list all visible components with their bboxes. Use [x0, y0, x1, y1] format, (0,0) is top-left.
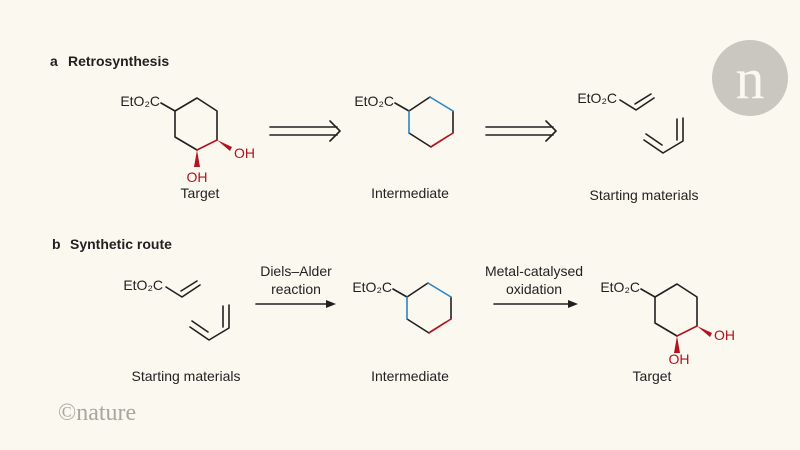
step2-label-line2: oxidation	[506, 281, 562, 297]
ester-label: EtO₂C	[123, 277, 163, 293]
hydroxyl-label: OH	[187, 169, 208, 185]
wedge-bond	[674, 336, 680, 353]
svg-text:n: n	[736, 46, 765, 111]
intermediate-label-b: Intermediate	[371, 368, 449, 384]
wedge-bond	[217, 140, 232, 151]
acrylate	[619, 93, 655, 111]
panel-b-title: Synthetic route	[70, 236, 172, 252]
target-label-b: Target	[633, 368, 672, 384]
intermediate-label-a: Intermediate	[371, 185, 449, 201]
nature-wordmark: ©nature	[58, 400, 136, 426]
target-label-a: Target	[181, 185, 220, 201]
ester-label: EtO₂C	[577, 90, 617, 106]
intermediate-molecule-b: EtO₂C	[352, 279, 452, 334]
starting-label-a: Starting materials	[590, 187, 699, 203]
hydroxyl-label: OH	[234, 145, 255, 161]
ester-label: EtO₂C	[120, 93, 160, 109]
hydroxyl-label: OH	[714, 327, 735, 343]
wedge-bond	[697, 326, 712, 337]
acrylate	[165, 280, 201, 298]
butadiene	[643, 117, 684, 154]
butadiene	[189, 304, 230, 341]
nature-logo: n	[712, 40, 788, 116]
intermediate-molecule-a: EtO₂C	[354, 93, 454, 148]
hydroxyl-label: OH	[669, 351, 690, 367]
panel-a-title: Retrosynthesis	[68, 53, 169, 69]
panel-a-letter: a	[50, 53, 58, 69]
retro-arrow-1	[269, 120, 341, 142]
target-molecule-a: EtO₂C OH OH	[120, 93, 255, 185]
ester-label: EtO₂C	[600, 279, 640, 295]
reaction-arrow-2	[493, 300, 578, 308]
starting-label-b: Starting materials	[132, 368, 241, 384]
step1-label-line2: reaction	[271, 281, 321, 297]
wedge-bond	[194, 150, 200, 167]
starting-materials-a: EtO₂C	[577, 90, 684, 154]
starting-materials-b: EtO₂C	[123, 277, 230, 341]
target-molecule-b: EtO₂C OH OH	[600, 279, 735, 367]
retro-arrow-2	[485, 120, 557, 142]
step1-label-line1: Diels–Alder	[260, 263, 332, 279]
panel-b-letter: b	[52, 236, 61, 252]
reaction-arrow-1	[255, 300, 336, 308]
step2-label-line1: Metal-catalysed	[485, 263, 583, 279]
ester-label: EtO₂C	[354, 93, 394, 109]
ester-label: EtO₂C	[352, 279, 392, 295]
